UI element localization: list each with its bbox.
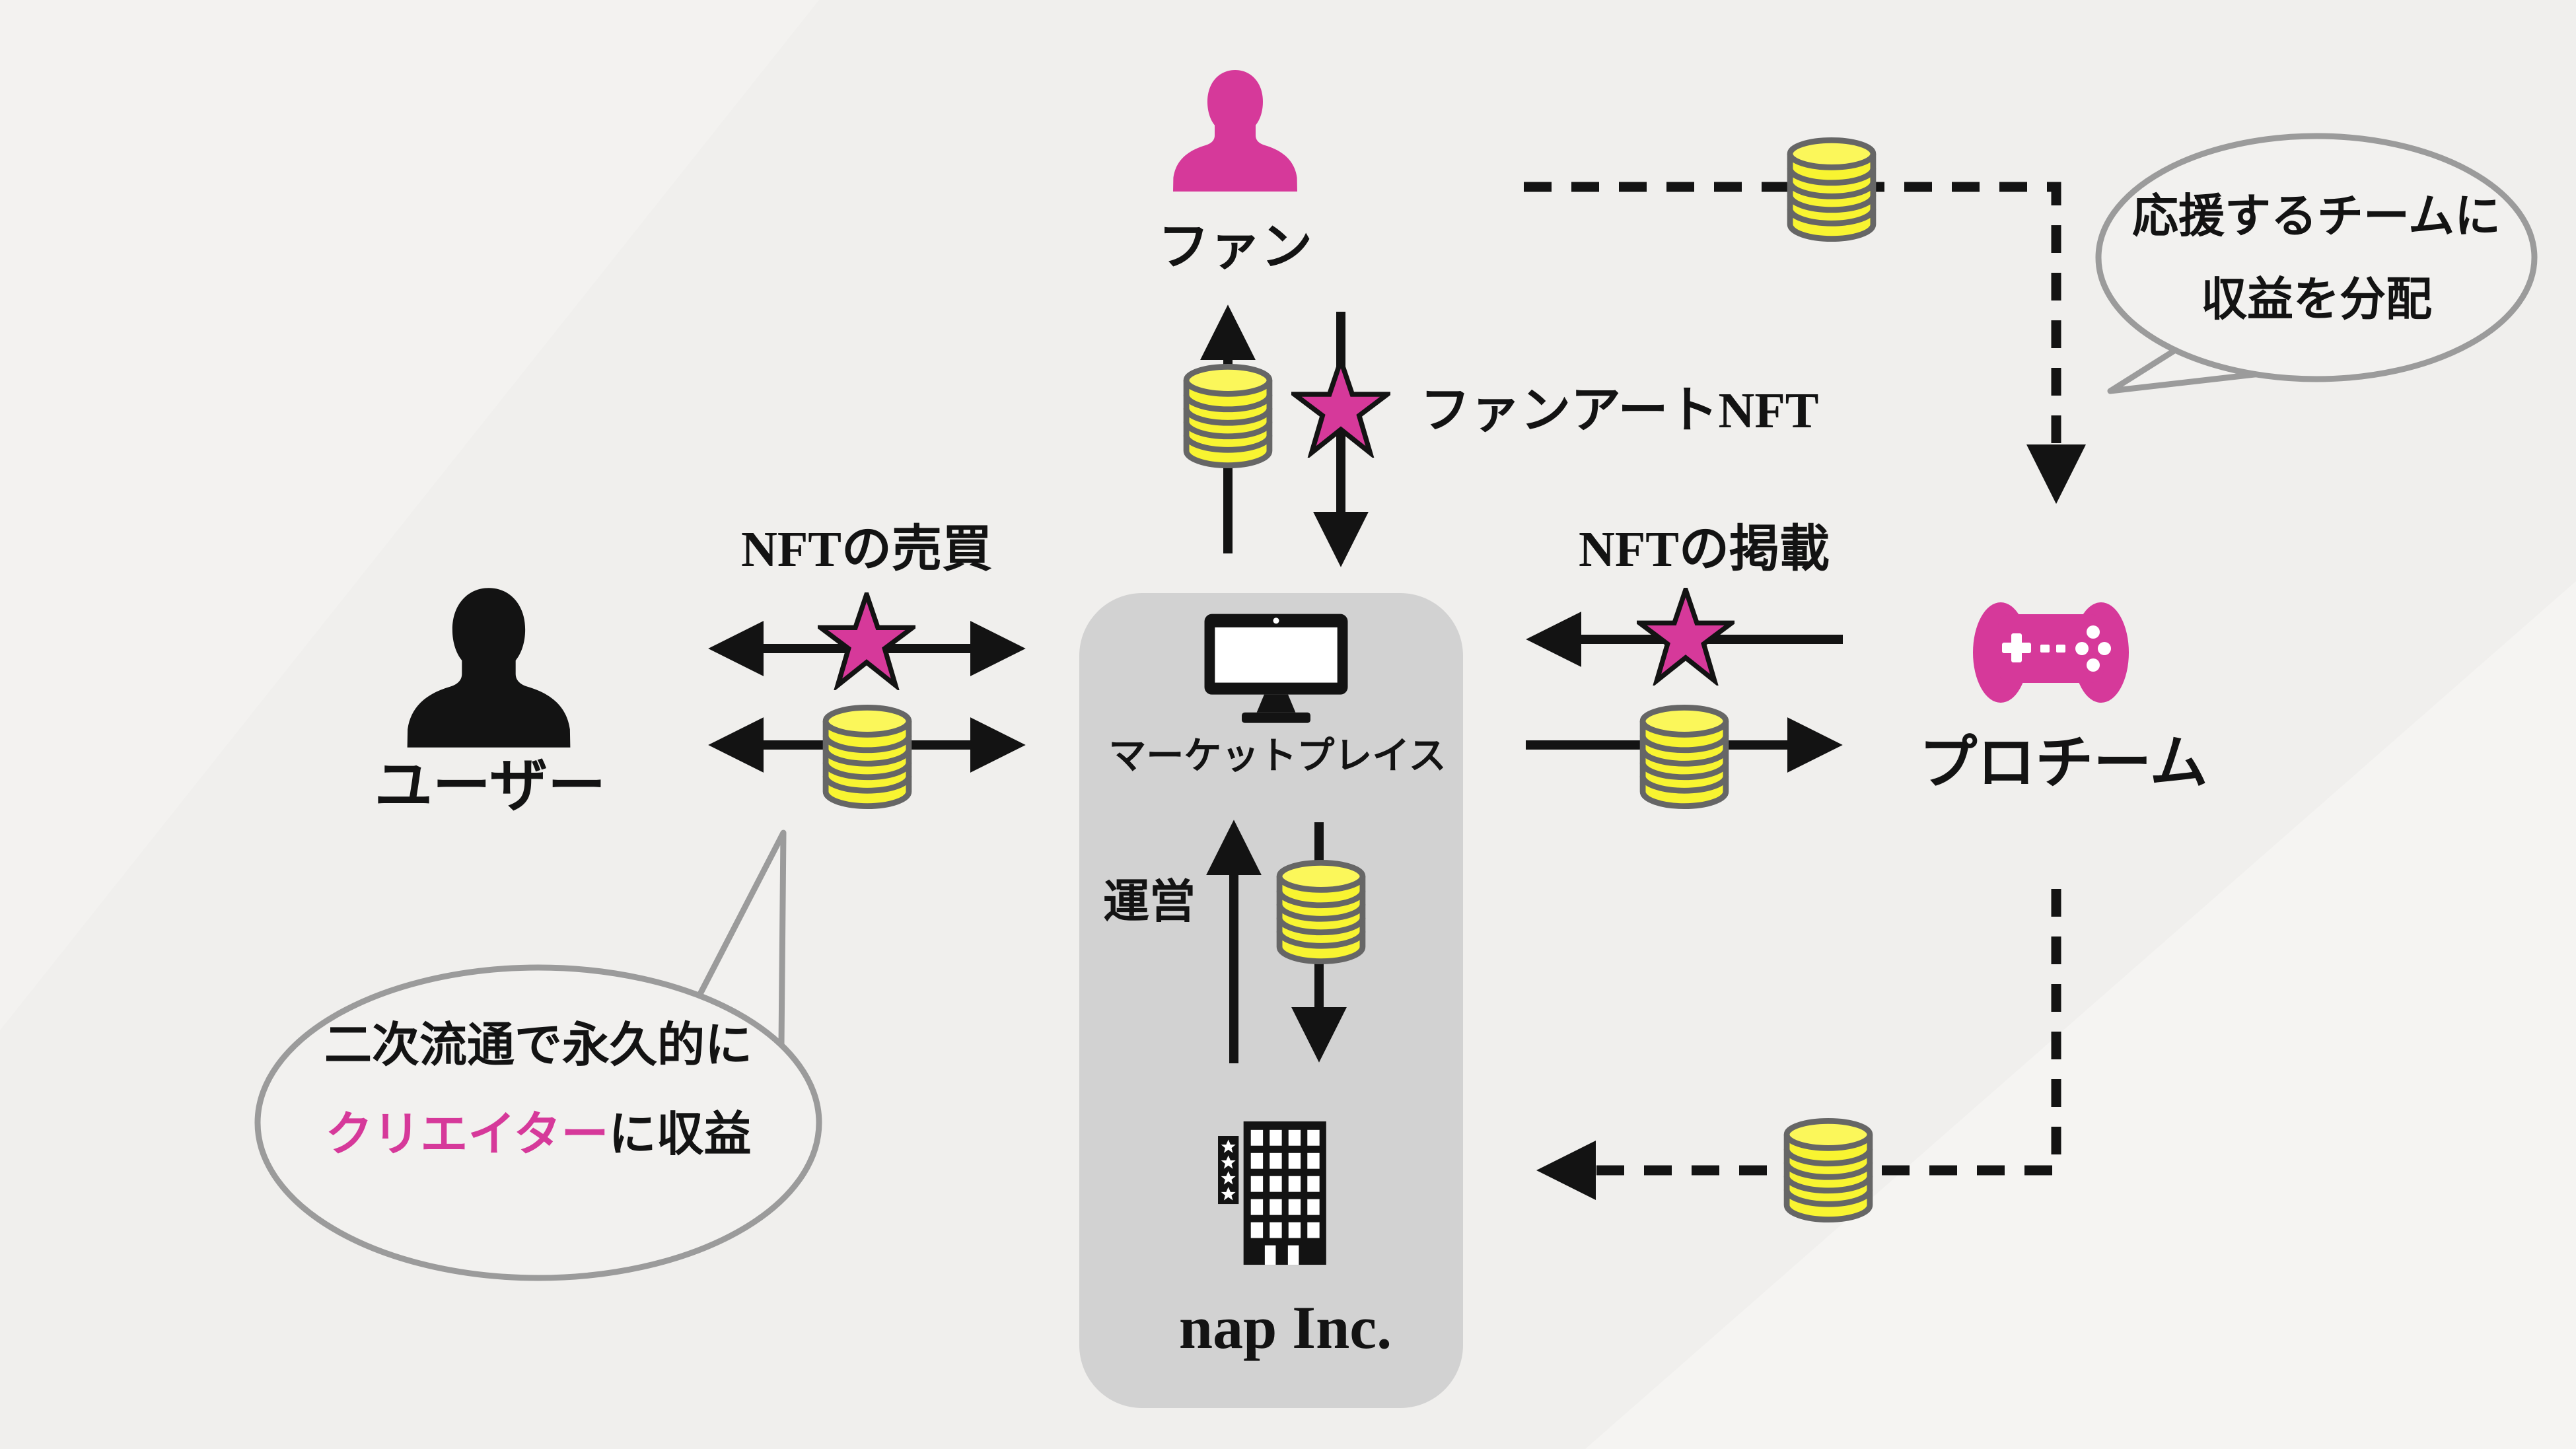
pro-team-label: プロチーム	[1919, 732, 2208, 796]
star-icon-user-nft	[820, 594, 912, 686]
pro-team-gamepad-icon	[1973, 602, 2129, 703]
user-person-icon	[407, 588, 571, 748]
fan-art-nft-edge-label: ファンアートNFT	[1420, 383, 1819, 439]
operation-edge-label: 運営	[1103, 877, 1196, 928]
callout-team-share-bubble	[2095, 133, 2538, 394]
speech-bubble-body	[254, 964, 822, 1281]
star-icon-listing-nft	[1639, 590, 1731, 681]
nft-trading-edge-label: NFTの売買	[741, 522, 992, 577]
user-label: ユーザー	[374, 755, 606, 819]
coin-stack-icon-fan-payment	[1186, 367, 1270, 465]
nap-inc-label: nap Inc.	[1178, 1294, 1392, 1361]
coin-stack-icon-operation	[1279, 863, 1363, 961]
nft-listing-edge-label: NFTの掲載	[1579, 522, 1830, 577]
dashed-arrow-fan-to-team	[1524, 182, 2086, 504]
callout-creator-revenue-bubble	[254, 830, 822, 1281]
creator-revenue-callout-line1: 二次流通で永久的に	[324, 1019, 753, 1072]
creator-highlight-text: クリエイター	[325, 1108, 609, 1161]
team-share-callout-line1: 応援するチームに	[2132, 192, 2501, 242]
coin-stack-icon-fan-to-team	[1790, 140, 1873, 238]
speech-bubble-body	[2095, 133, 2538, 382]
creator-revenue-callout-line2: クリエイターに収益	[325, 1111, 751, 1158]
marketplace-label: マーケットプレイス	[1108, 735, 1447, 777]
marketplace-panel	[1079, 593, 1463, 1408]
coin-stack-icon-user-trade	[826, 707, 909, 806]
coin-stack-icon-team-payment	[1643, 707, 1726, 806]
fan-label: ファン	[1157, 218, 1313, 275]
coin-stack-icon-team-to-nap	[1787, 1121, 1870, 1219]
team-share-callout-line2: 収益を分配	[2201, 275, 2432, 326]
creator-rest-text: に収益	[608, 1108, 752, 1161]
fan-person-icon	[1173, 70, 1297, 192]
